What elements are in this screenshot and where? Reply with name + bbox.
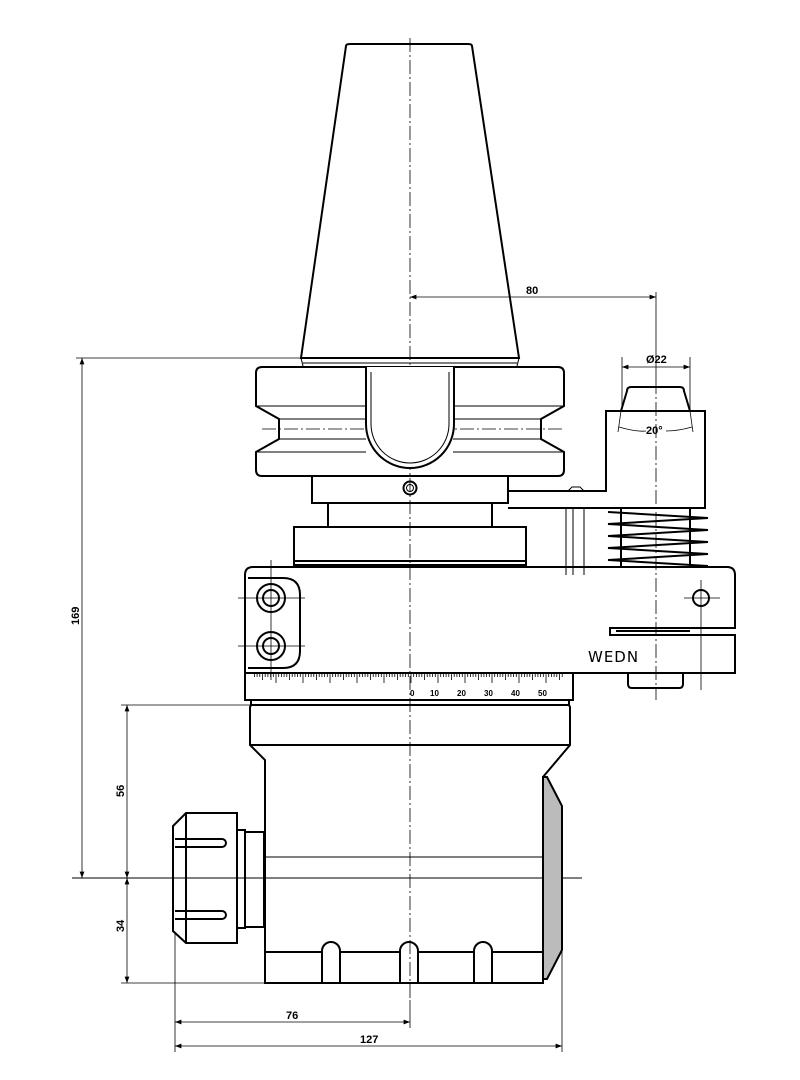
scale-label: 10 [430,689,439,698]
scale-ticks [253,673,563,683]
brand-logo: WEDN [588,648,639,666]
slot [399,941,419,983]
scale-label: 20 [457,689,466,698]
stop-bracket [508,386,709,689]
dimension-total-width: 127 [360,1034,378,1046]
bolt-icon [238,631,305,661]
dimension-offset: 80 [526,285,538,297]
flange [255,366,565,477]
dimension-angle: 20° [646,425,663,437]
dimension-upper-height: 56 [115,785,127,797]
face-plate [542,776,563,980]
housing-body [249,700,571,984]
scale-label: 50 [538,689,547,698]
angle-scale: 0 10 20 30 40 50 [244,673,574,701]
scale-label: 40 [511,689,520,698]
bolt-icon [238,560,305,680]
pin-hole-icon [684,580,720,690]
dimensions: 80 Ø22 20° 169 56 34 76 127 [70,285,694,1052]
collar-stack [293,475,527,566]
dimension-diameter: Ø22 [646,354,667,366]
spring [607,508,709,567]
dimension-center-width: 76 [286,1010,298,1022]
taper-shank [299,43,521,367]
dimension-lower-height: 34 [115,919,127,932]
collet-nut [172,812,265,944]
centerlines [72,38,657,1000]
set-screw-icon [402,480,418,496]
slot [473,941,493,983]
dimension-total-height: 169 [70,607,82,625]
scale-label: 30 [484,689,493,698]
slot [321,941,341,983]
head-plate: WEDN [238,560,736,690]
scale-label: 0 [410,689,415,698]
